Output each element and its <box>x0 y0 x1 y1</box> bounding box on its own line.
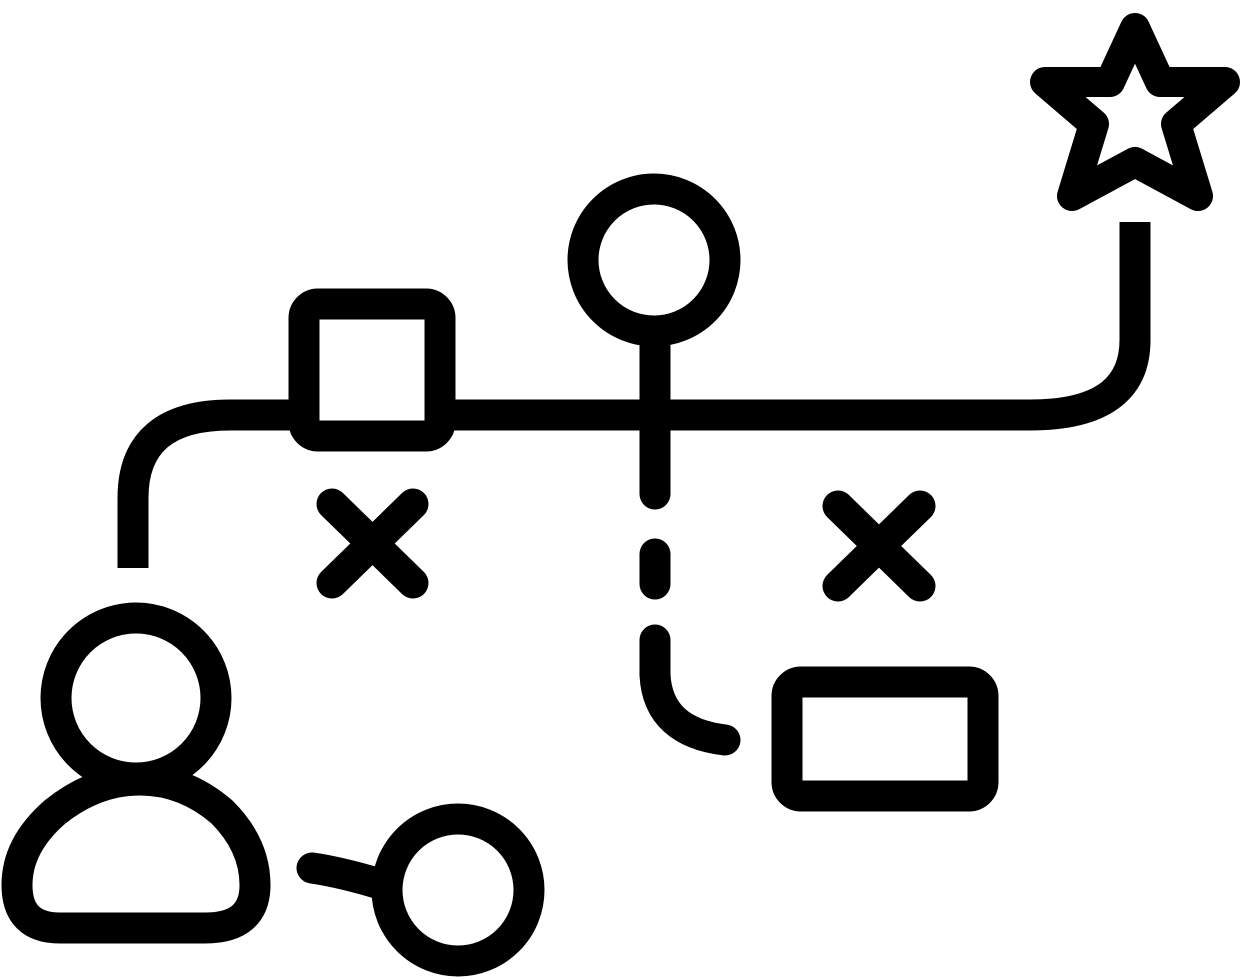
x-mark-right-icon <box>822 490 936 602</box>
person-icon <box>1 602 271 944</box>
search-node-icon <box>296 803 545 977</box>
square-node <box>288 288 456 452</box>
pin-circle <box>567 173 741 347</box>
star-goal-icon <box>1030 13 1240 211</box>
branch-curve <box>639 624 741 756</box>
x-mark-left-icon <box>316 488 429 599</box>
rectangle-node <box>771 666 999 812</box>
main-route-line <box>117 222 1151 568</box>
